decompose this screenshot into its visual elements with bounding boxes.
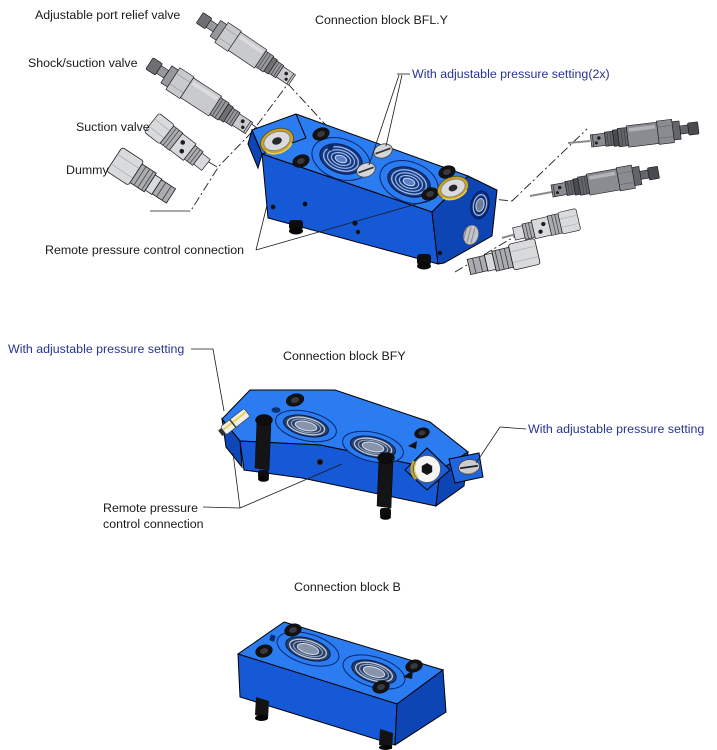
bfy-port-1 (275, 409, 337, 443)
label-remote-pressure-control: Remote pressure control connection (45, 243, 244, 257)
label-adjustable-port-relief-valve: Adjustable port relief valve (35, 8, 180, 22)
bfly-pressure-screw-2 (356, 162, 376, 178)
bfly-lower-side-element (462, 224, 480, 246)
bfly-port-1 (311, 137, 371, 181)
label-suction-valve: Suction valve (76, 120, 150, 134)
label-pressure-setting-right: With adjustable pressure setting (528, 422, 704, 436)
b-port-1 (276, 631, 340, 667)
valve-suction (143, 112, 214, 175)
bfy-leader-lines (191, 348, 527, 509)
label-pressure-setting-2x: With adjustable pressure setting(2x) (412, 67, 610, 81)
bfly-left-gold-port (260, 127, 294, 155)
bfly-leader-lines (255, 73, 428, 251)
connection-block-bfly-illustration (247, 113, 498, 270)
title-connection-block-bfy: Connection block BFY (283, 349, 406, 363)
bfy-right-pressure-screw (448, 452, 484, 484)
valve-suction-right (511, 208, 582, 246)
label-dummy: Dummy (66, 163, 109, 177)
bfly-socket-screws (292, 127, 456, 201)
bfy-diamond-port (404, 447, 451, 491)
bfy-bolts (254, 393, 430, 520)
label-shock-suction-valve: Shock/suction valve (28, 56, 138, 70)
label-remote-pressure-line1: Remote pressure (103, 501, 198, 515)
connection-block-b-illustration (236, 621, 447, 750)
title-connection-block-b: Connection block B (294, 580, 401, 594)
b-studs (255, 697, 393, 750)
valve-dummy (106, 146, 180, 209)
bfy-left-pressure-element (218, 408, 250, 437)
label-pressure-setting-left: With adjustable pressure setting (8, 342, 184, 356)
bfly-right-gold-port (437, 175, 469, 201)
b-socket-screws (255, 623, 423, 694)
bfly-pressure-screw-1 (373, 143, 393, 159)
connection-block-bfy-illustration (218, 389, 484, 520)
title-connection-block-bfly: Connection block BFL.Y (315, 13, 448, 27)
valve-adjustable-port-relief (192, 7, 300, 91)
label-remote-pressure-line2: control connection (103, 517, 204, 531)
bfly-side-port (470, 190, 490, 220)
valve-relief-right-1 (589, 115, 701, 153)
bfly-front-details (270, 201, 443, 270)
b-port-2 (342, 654, 406, 690)
valve-relief-right-2 (549, 160, 661, 203)
